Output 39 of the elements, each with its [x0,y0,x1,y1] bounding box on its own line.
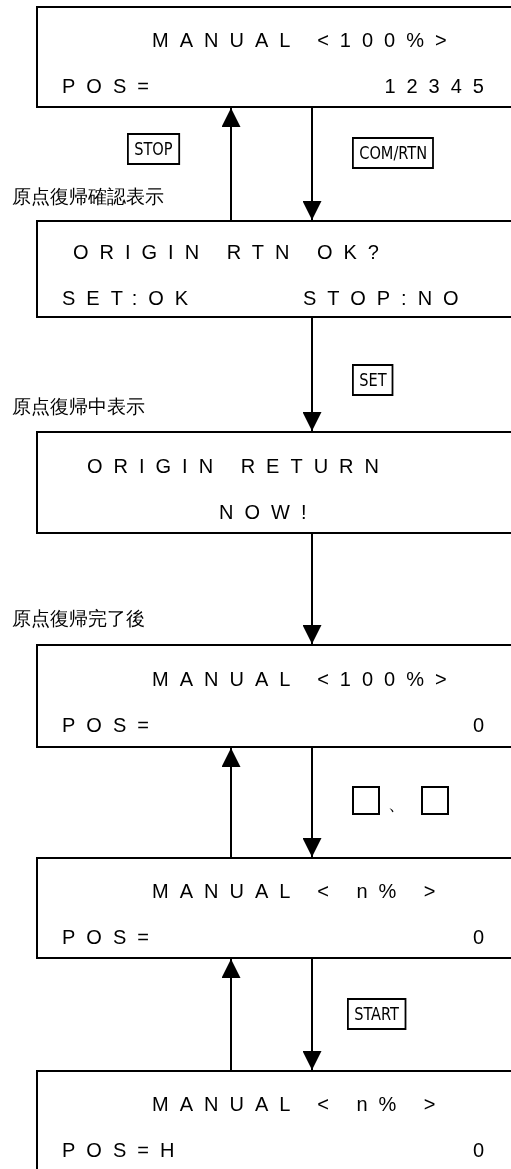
arrow [221,107,241,221]
lcd-display-box [36,431,511,534]
display-text: NOW! [219,500,318,524]
arrow [302,958,322,1071]
display-text: MANUAL <100%> [152,667,458,691]
display-text: POS= [62,74,160,98]
edge-label: 、 [388,792,406,816]
lcd-display-box [36,857,511,959]
display-text: MANUAL < n% > [152,1092,447,1116]
display-text: SET:OK [62,286,200,310]
arrow [221,958,241,1071]
arrow [302,533,322,645]
arrow [221,747,241,858]
lcd-display-box [36,1070,511,1169]
display-text: ORIGIN RETURN [87,454,390,478]
key-label: SET [352,364,394,396]
state-caption: 原点復帰完了後 [12,606,145,630]
display-text: 0 [472,713,495,737]
display-text: POS= [62,925,160,949]
arrow [302,107,322,221]
state-caption: 原点復帰確認表示 [12,184,164,208]
lcd-display-box [36,220,511,318]
display-text: STOP:NO [303,286,470,310]
lcd-display-box [36,6,511,108]
display-text: POS=H [62,1138,186,1162]
display-text: MANUAL < n% > [152,879,447,903]
display-text: ORIGIN RTN OK? [73,240,390,264]
display-text: MANUAL <100%> [152,28,458,52]
display-text: POS= [62,713,160,737]
arrow [302,317,322,432]
state-caption: 原点復帰中表示 [12,394,145,418]
lcd-display-box [36,644,511,748]
display-text: 0 [472,925,495,949]
display-text: 0 [472,1138,495,1162]
key-label: START [347,998,407,1030]
key-label: COM/RTN [352,137,435,169]
display-text: 12345 [384,74,495,98]
key-label: STOP [127,133,180,165]
arrow [302,747,322,858]
